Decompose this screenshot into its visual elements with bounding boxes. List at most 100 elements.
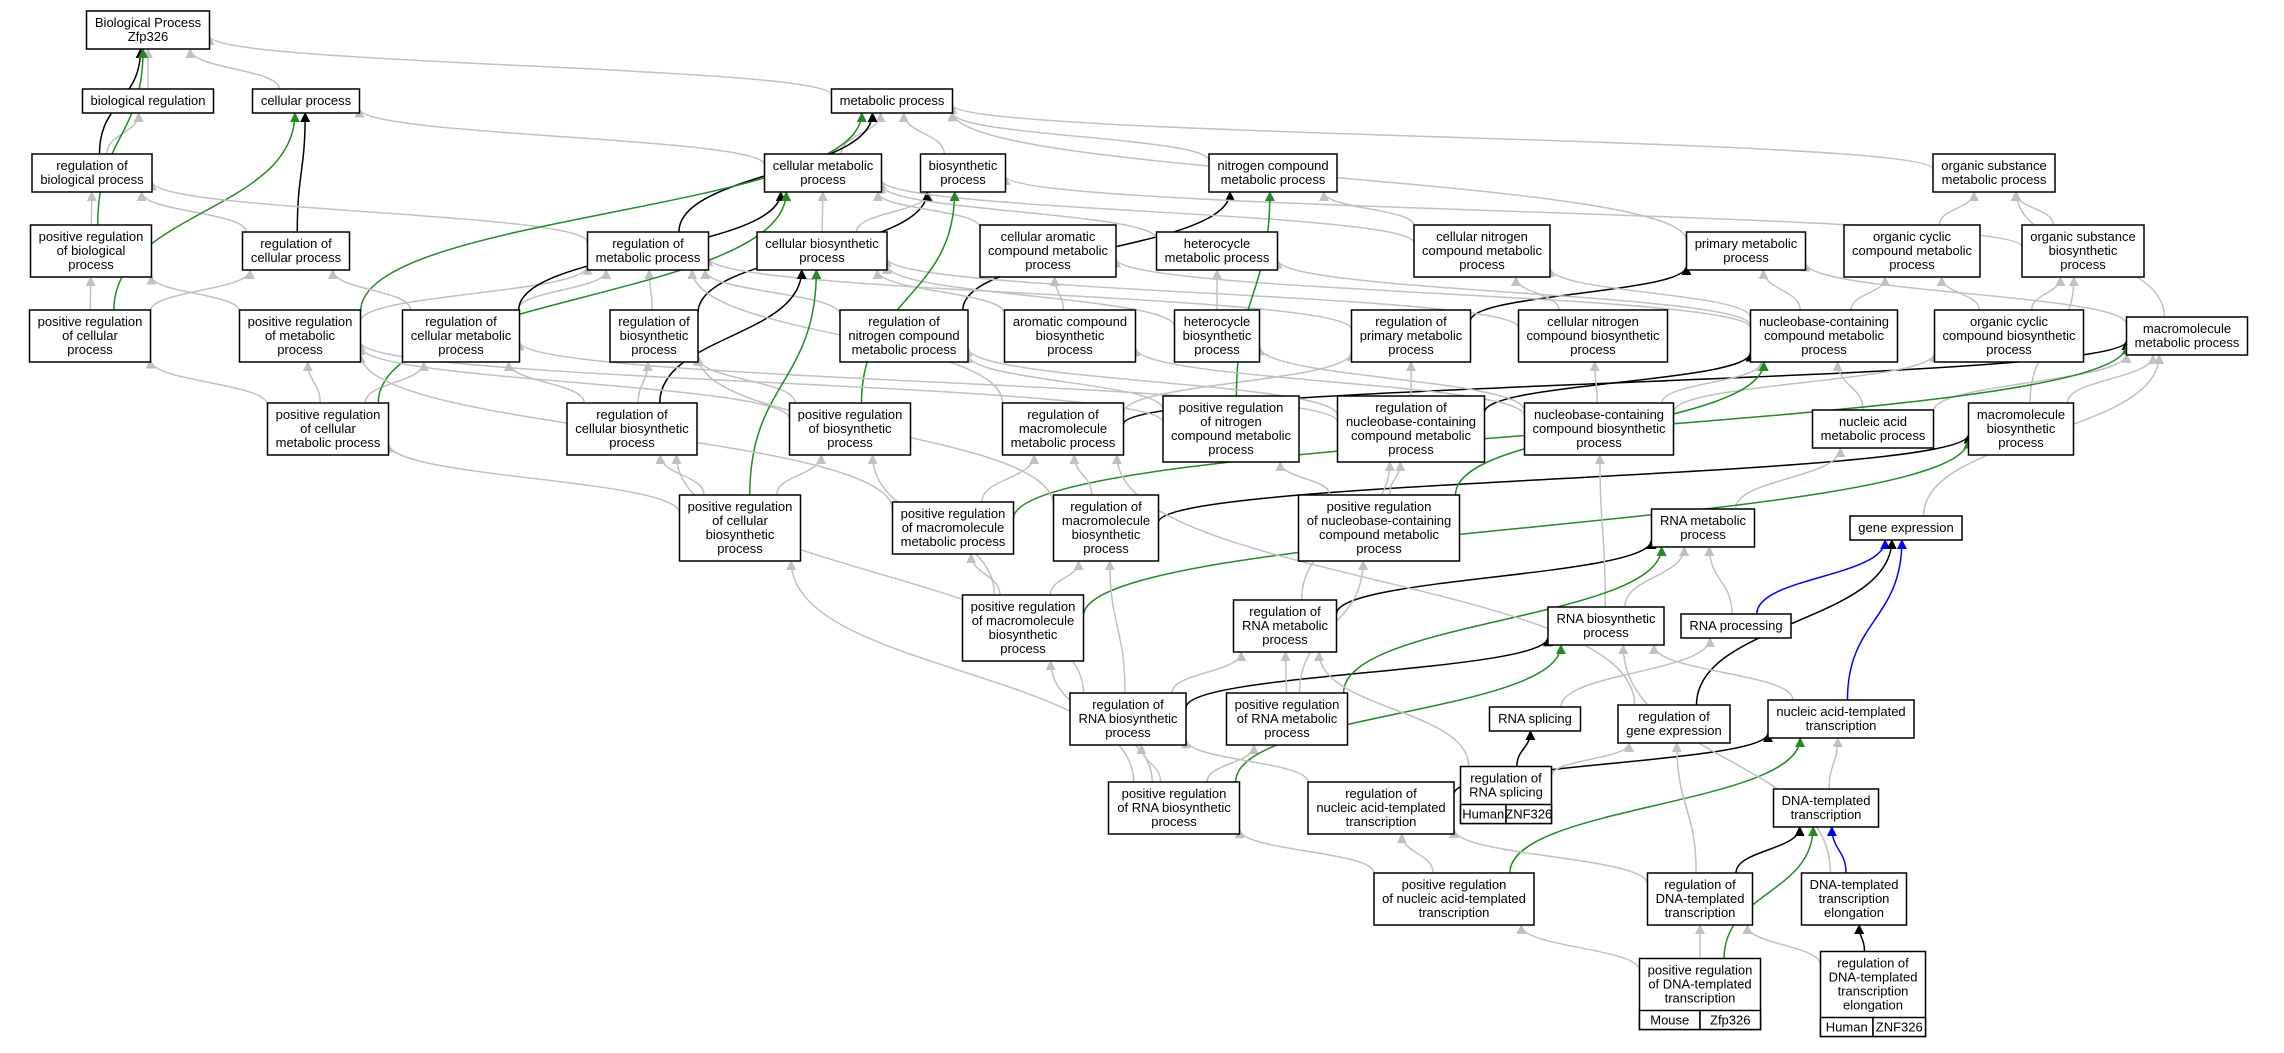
edge-is-a (146, 274, 241, 312)
node-box (401, 309, 521, 363)
node-box (1336, 395, 1486, 463)
edge-regulates (659, 269, 807, 404)
edge-is-a (872, 269, 1006, 314)
edge-line (1550, 742, 1634, 777)
edge-line (1723, 826, 1819, 959)
go-term-node[interactable]: cellular process (251, 88, 361, 114)
node-label-line: of biological (57, 243, 126, 258)
go-term-node[interactable]: metabolic process (830, 88, 954, 114)
edge-line (1449, 827, 1649, 885)
node-label-line: positive regulation (248, 314, 353, 329)
edge-line (700, 269, 841, 315)
edge-line (1049, 560, 1084, 596)
node-label-line: cellular process (261, 93, 352, 108)
edge-line (872, 191, 981, 228)
node-label-line: organic cyclic (1970, 314, 2049, 329)
node-label-line: heterocycle (1184, 314, 1250, 329)
node-label-line: process (800, 172, 846, 187)
go-term-node[interactable]: gene expression (1849, 515, 1963, 541)
edge-is-a (1550, 742, 1634, 777)
edge-is-a (1396, 833, 1434, 874)
node-label-line: regulation of (425, 314, 497, 329)
node-box (788, 402, 912, 456)
go-term-node[interactable]: RNA processing (1680, 613, 1792, 639)
edge-is-a (1111, 454, 1636, 706)
go-term-node[interactable]: RNA splicing (1488, 706, 1582, 732)
node-label-line: cellular nitrogen (1547, 314, 1639, 329)
edge-line (1734, 447, 1846, 510)
node-label-line: process (1986, 342, 2032, 357)
go-term-node[interactable]: biological regulation (81, 88, 215, 114)
edge-line (364, 361, 429, 404)
edge-is-a (149, 269, 255, 312)
node-box (1800, 872, 1908, 926)
node-label-line: regulation of (596, 407, 668, 422)
